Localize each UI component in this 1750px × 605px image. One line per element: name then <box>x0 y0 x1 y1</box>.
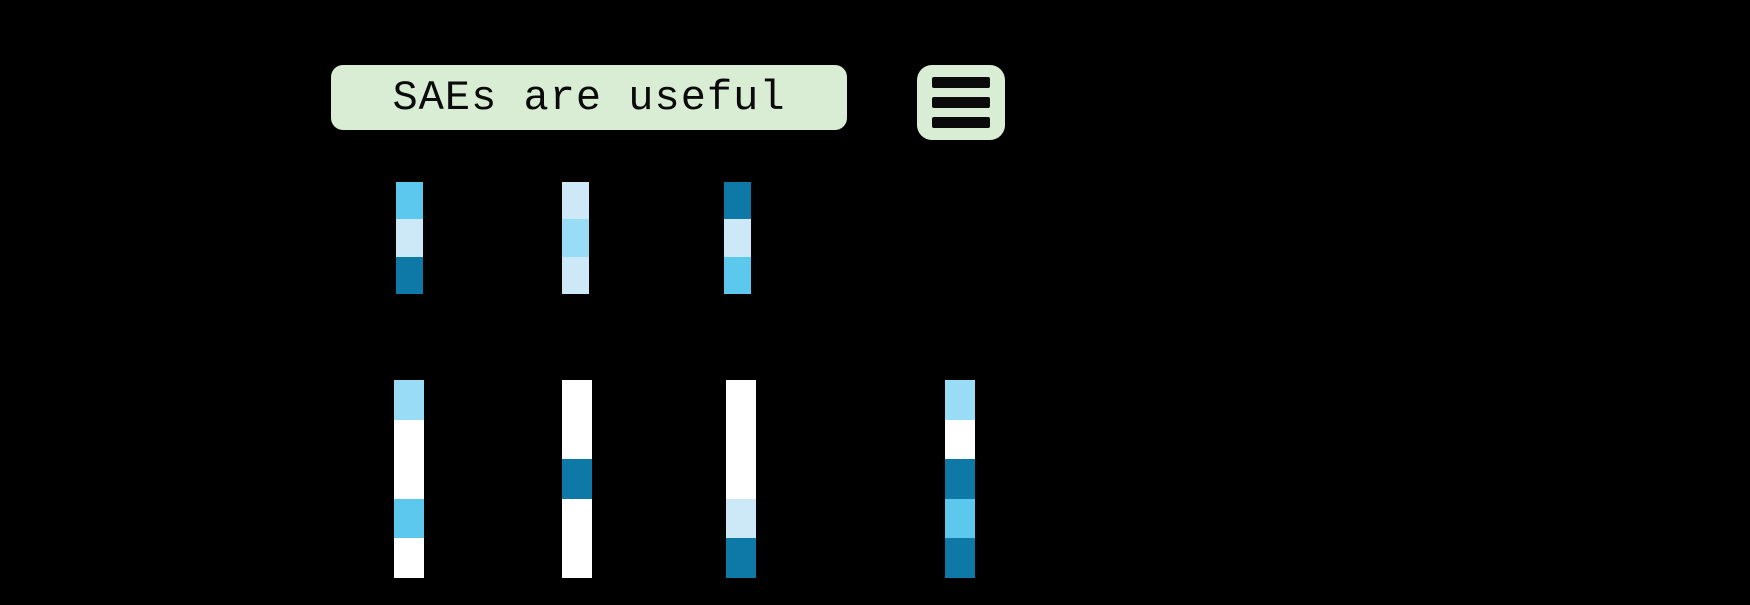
title-text: SAEs are useful <box>392 73 786 122</box>
vector-segment <box>396 256 423 294</box>
vector-segment <box>562 256 589 294</box>
vector-segment <box>562 459 592 499</box>
menu-button[interactable] <box>917 65 1005 140</box>
vector-segment <box>726 380 756 420</box>
vector-segment <box>394 419 424 460</box>
vector-segment <box>394 538 424 578</box>
vector-segment <box>726 459 756 499</box>
vector-segment <box>726 498 756 539</box>
vector-segment <box>945 380 975 420</box>
menu-line <box>932 77 990 88</box>
vector-top-2 <box>562 182 589 294</box>
vector-segment <box>726 419 756 460</box>
vector-segment <box>562 419 592 460</box>
vector-segment <box>945 459 975 499</box>
hamburger-menu-icon <box>932 65 990 140</box>
vector-segment <box>396 182 423 220</box>
vector-segment <box>724 182 751 220</box>
vector-segment <box>394 380 424 420</box>
vector-bottom-4 <box>945 380 975 578</box>
vector-segment <box>394 498 424 539</box>
vector-top-3 <box>724 182 751 294</box>
vector-top-1 <box>396 182 423 294</box>
vector-segment <box>562 498 592 539</box>
vector-segment <box>945 498 975 539</box>
vector-segment <box>394 459 424 499</box>
vector-segment <box>396 219 423 257</box>
vector-bottom-3 <box>726 380 756 578</box>
vector-segment <box>562 219 589 257</box>
vector-segment <box>945 419 975 460</box>
vector-segment <box>724 219 751 257</box>
vector-segment <box>945 538 975 578</box>
menu-line <box>932 117 990 128</box>
vector-segment <box>562 538 592 578</box>
title-box: SAEs are useful <box>331 65 847 130</box>
vector-segment <box>726 538 756 578</box>
menu-line <box>932 97 990 108</box>
vector-segment <box>562 380 592 420</box>
vector-bottom-1 <box>394 380 424 578</box>
vector-segment <box>562 182 589 220</box>
vector-segment <box>724 256 751 294</box>
vector-bottom-2 <box>562 380 592 578</box>
